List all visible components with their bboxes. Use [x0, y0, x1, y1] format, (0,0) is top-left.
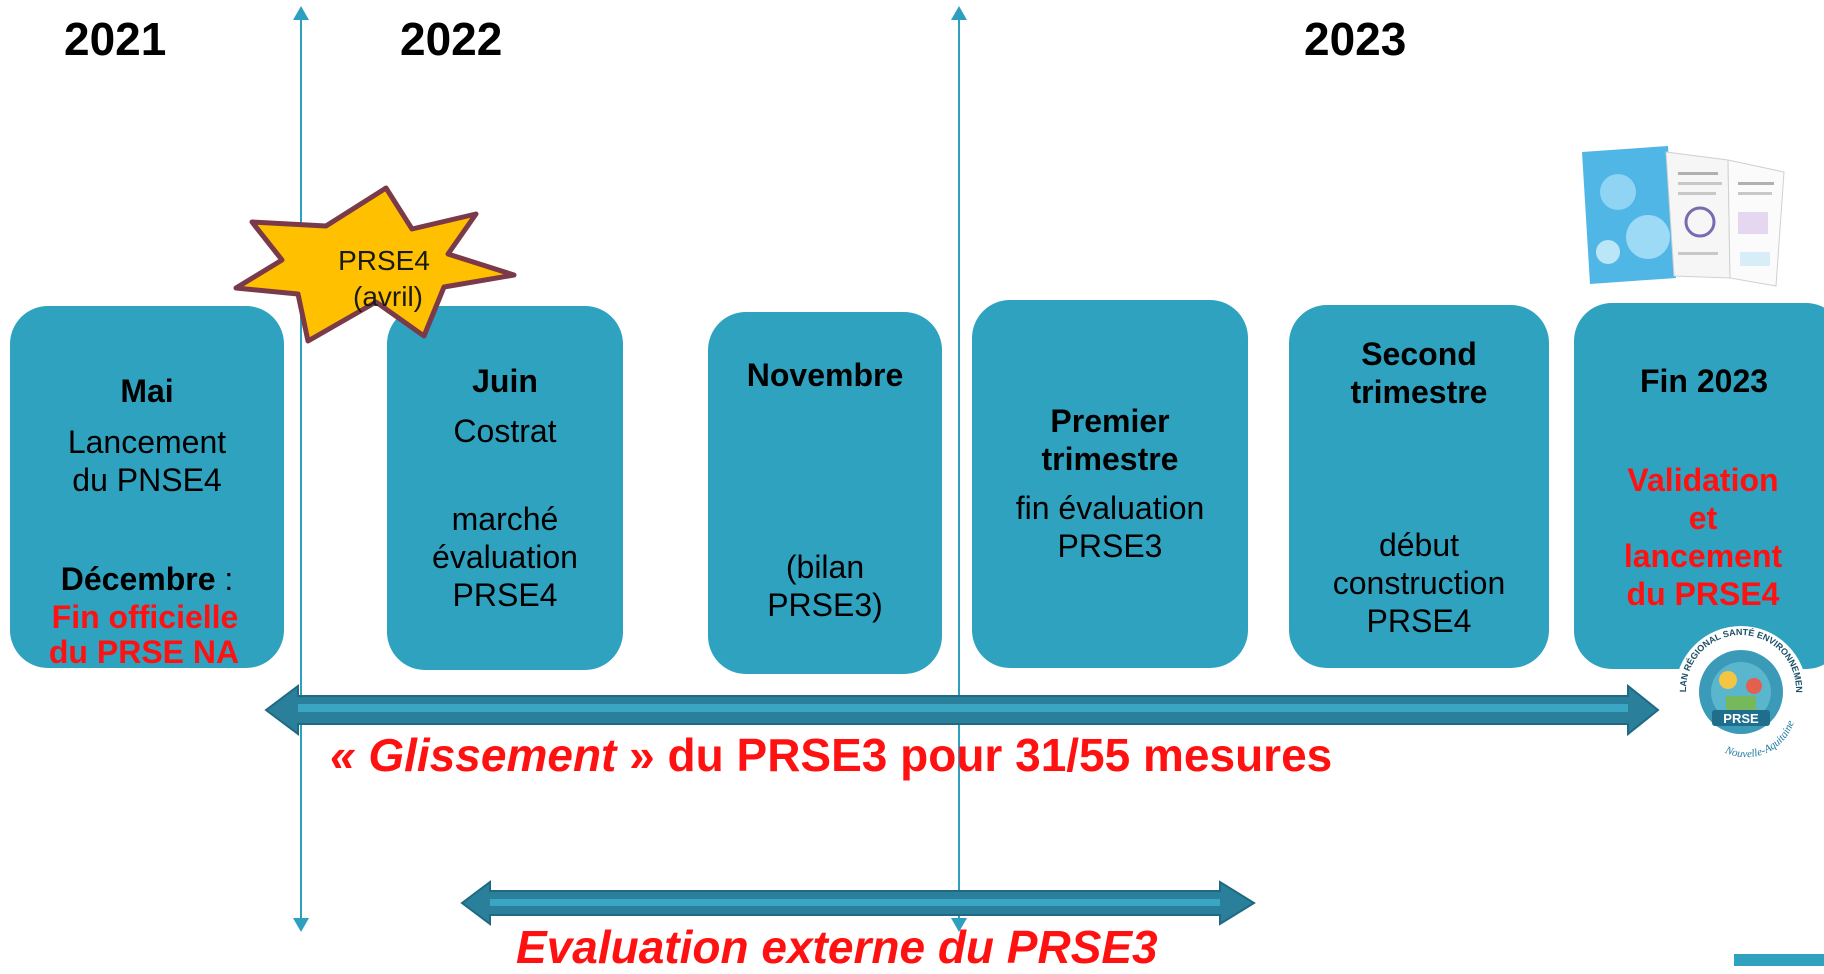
box-text: début [1378, 527, 1460, 563]
year-2022: 2022 [400, 13, 503, 65]
box-highlight: du PRSE4 [1626, 576, 1780, 612]
box-text: Lancement [67, 424, 227, 460]
box-text: PRSE3) [767, 587, 883, 623]
caption-text: du PRSE3 pour 31/55 mesures [654, 729, 1333, 781]
arrow-caption-evaluation: Evaluation externe du PRSE3 [516, 921, 1158, 973]
year-2023: 2023 [1304, 13, 1407, 65]
box-title: Novembre [746, 357, 904, 393]
box-text: PRSE4 [452, 577, 558, 613]
box-text: évaluation [432, 539, 578, 575]
logo-badge-text: PRSE [1723, 711, 1759, 726]
box-highlight: du PRSE NA [48, 634, 240, 670]
box-title: trimestre [1350, 374, 1488, 410]
star-label: (avril) [353, 281, 423, 312]
quote-close: » [616, 729, 655, 781]
corner-accent [1734, 954, 1824, 966]
box-highlight: lancement [1623, 538, 1783, 574]
box-text: du PNSE4 [72, 462, 222, 498]
timeline-box-fin-2023: Fin 2023 Validation et lancement du PRSE… [1574, 303, 1824, 669]
timeline-box-second-trimestre: Second trimestre début construction PRSE… [1289, 305, 1549, 668]
year-divider-2022 [300, 14, 302, 920]
box-title: Mai [120, 373, 174, 409]
box-highlight: et [1688, 500, 1718, 536]
timeline-box-mai: Mai Lancement du PNSE4 Décembre : Fin of… [10, 306, 284, 670]
star-burst-icon [233, 185, 517, 344]
report-cover-image [1582, 146, 1785, 287]
divider-arrowhead-down [293, 918, 309, 932]
box-text: : [215, 561, 234, 597]
year-divider-2023 [958, 14, 960, 920]
timeline-box-premier-trimestre: Premier trimestre fin évaluation PRSE3 [972, 300, 1248, 668]
box-text: Décembre : [10, 560, 284, 598]
divider-arrowhead-up [293, 6, 309, 20]
box-text: construction [1332, 565, 1506, 601]
box-title: trimestre [1041, 441, 1179, 477]
box-title: Juin [472, 363, 538, 399]
box-title: Fin 2023 [1639, 363, 1769, 399]
prse-logo-icon: PRSE PLAN RÉGIONAL SANTÉ ENVIRONNEMENT N… [1666, 612, 1807, 760]
caption-italic: Glissement [368, 729, 617, 781]
box-text: Costrat [453, 413, 557, 449]
box-title: Premier [1050, 403, 1170, 439]
double-arrow [264, 683, 1660, 737]
divider-arrowhead-down [951, 918, 967, 932]
box-text: PRSE3 [1057, 528, 1163, 564]
box-subtitle: Décembre [60, 561, 216, 597]
timeline-box-juin: Juin Costrat marché évaluation PRSE4 [387, 306, 623, 670]
year-2021: 2021 [64, 13, 167, 65]
box-text: PRSE4 [1366, 603, 1472, 639]
box-highlight: Validation [1627, 462, 1779, 498]
box-highlight: Fin officielle [51, 599, 239, 635]
star-label: PRSE4 [338, 245, 430, 276]
divider-arrowhead-up [951, 6, 967, 20]
box-title: Second [1361, 336, 1477, 372]
box-text: fin évaluation [1015, 490, 1205, 526]
box-text: (bilan [785, 549, 865, 585]
timeline-box-novembre: Novembre (bilan PRSE3) [708, 312, 942, 674]
arrow-caption-glissement: « Glissement » du PRSE3 pour 31/55 mesur… [330, 728, 1332, 782]
double-arrow [460, 880, 1256, 926]
quote-open: « [330, 729, 369, 781]
box-text: marché [451, 501, 559, 537]
